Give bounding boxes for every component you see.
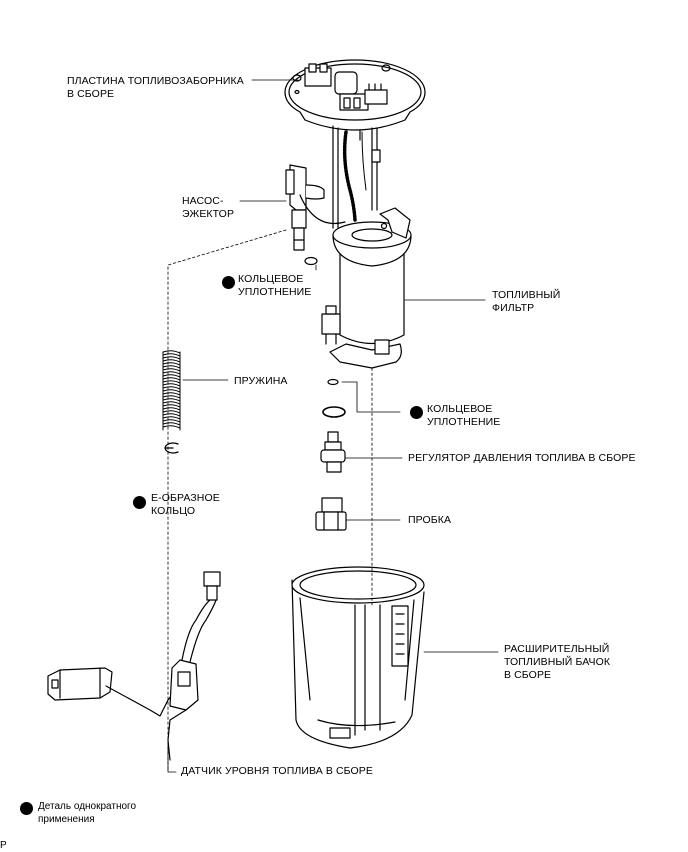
single-use-bullet-e-ring xyxy=(133,496,146,509)
single-use-bullet-o-ring-right xyxy=(410,406,423,419)
corner-mark: P xyxy=(0,840,7,851)
label-o-ring-right: КОЛЬЦЕВОЕ УПЛОТНЕНИЕ xyxy=(427,403,500,429)
label-fuel-sender-gauge: ДАТЧИК УРОВНЯ ТОПЛИВА В СБОРЕ xyxy=(181,765,374,777)
label-jet-pump: НАСОС- ЭЖЕКТОР xyxy=(182,195,234,221)
label-fuel-filter: ТОПЛИВНЫЙ ФИЛЬТР xyxy=(492,289,560,315)
leader-lines xyxy=(167,79,499,773)
label-o-ring-right-line1: КОЛЬЦЕВОЕ xyxy=(427,403,493,415)
label-o-ring-top-line2: УПЛОТНЕНИЕ xyxy=(238,286,312,298)
label-fuel-sub-tank-line1: РАСШИРИТЕЛЬНЫЙ xyxy=(504,643,610,655)
jet-pump-drawing xyxy=(285,164,346,251)
label-fuel-suction-plate-line2: В СБОРЕ xyxy=(67,88,115,100)
label-jet-pump-line2: ЭЖЕКТОР xyxy=(182,208,235,220)
label-pressure-regulator: РЕГУЛЯТОР ДАВЛЕНИЯ ТОПЛИВА В СБОРЕ xyxy=(408,452,636,464)
legend-single-use-part: Деталь однократного применения xyxy=(38,800,136,826)
label-fuel-filter-line2: ФИЛЬТР xyxy=(492,302,535,314)
e-ring-drawing xyxy=(164,442,179,454)
label-e-ring-line2: КОЛЬЦО xyxy=(151,505,196,517)
label-fuel-suction-plate-line1: ПЛАСТИНА ТОПЛИВОЗАБОРНИКА xyxy=(67,75,244,87)
label-o-ring-right-line2: УПЛОТНЕНИЕ xyxy=(427,416,501,428)
label-jet-pump-line1: НАСОС- xyxy=(182,195,224,207)
o-ring-top-drawing xyxy=(304,256,318,266)
label-fuel-sub-tank-line2: ТОПЛИВНЫЙ БАЧОК xyxy=(504,656,611,668)
single-use-bullet-o-ring-top xyxy=(222,276,235,289)
label-e-ring: Е-ОБРАЗНОЕ КОЛЬЦО xyxy=(151,492,220,518)
plug-drawing xyxy=(315,497,347,531)
fuel-filter-drawing xyxy=(321,207,412,369)
label-fuel-sub-tank: РАСШИРИТЕЛЬНЫЙ ТОПЛИВНЫЙ БАЧОК В СБОРЕ xyxy=(504,643,610,682)
fuel-sender-gauge-drawing xyxy=(47,571,221,761)
label-fuel-suction-plate: ПЛАСТИНА ТОПЛИВОЗАБОРНИКА В СБОРЕ xyxy=(67,75,244,101)
legend-line1: Деталь однократного xyxy=(38,801,137,812)
label-fuel-filter-line1: ТОПЛИВНЫЙ xyxy=(492,289,561,301)
o-ring-right-drawing xyxy=(322,406,346,418)
alignment-dashes xyxy=(167,229,373,771)
fuel-suction-plate-drawing xyxy=(284,59,426,229)
label-spring: ПРУЖИНА xyxy=(234,375,288,387)
legend-bullet-icon xyxy=(20,802,33,815)
label-fuel-sub-tank-line3: В СБОРЕ xyxy=(504,669,552,681)
spring-drawing xyxy=(162,350,181,431)
fuel-sub-tank-drawing xyxy=(291,566,425,749)
label-plug: ПРОБКА xyxy=(408,514,452,526)
legend-line2: применения xyxy=(38,814,95,825)
label-e-ring-line1: Е-ОБРАЗНОЕ xyxy=(151,492,220,504)
label-o-ring-top: КОЛЬЦЕВОЕ УПЛОТНЕНИЕ xyxy=(238,273,311,299)
o-ring-small-drawing xyxy=(327,378,339,386)
label-o-ring-top-line1: КОЛЬЦЕВОЕ xyxy=(238,273,304,285)
pressure-regulator-drawing xyxy=(320,431,346,473)
